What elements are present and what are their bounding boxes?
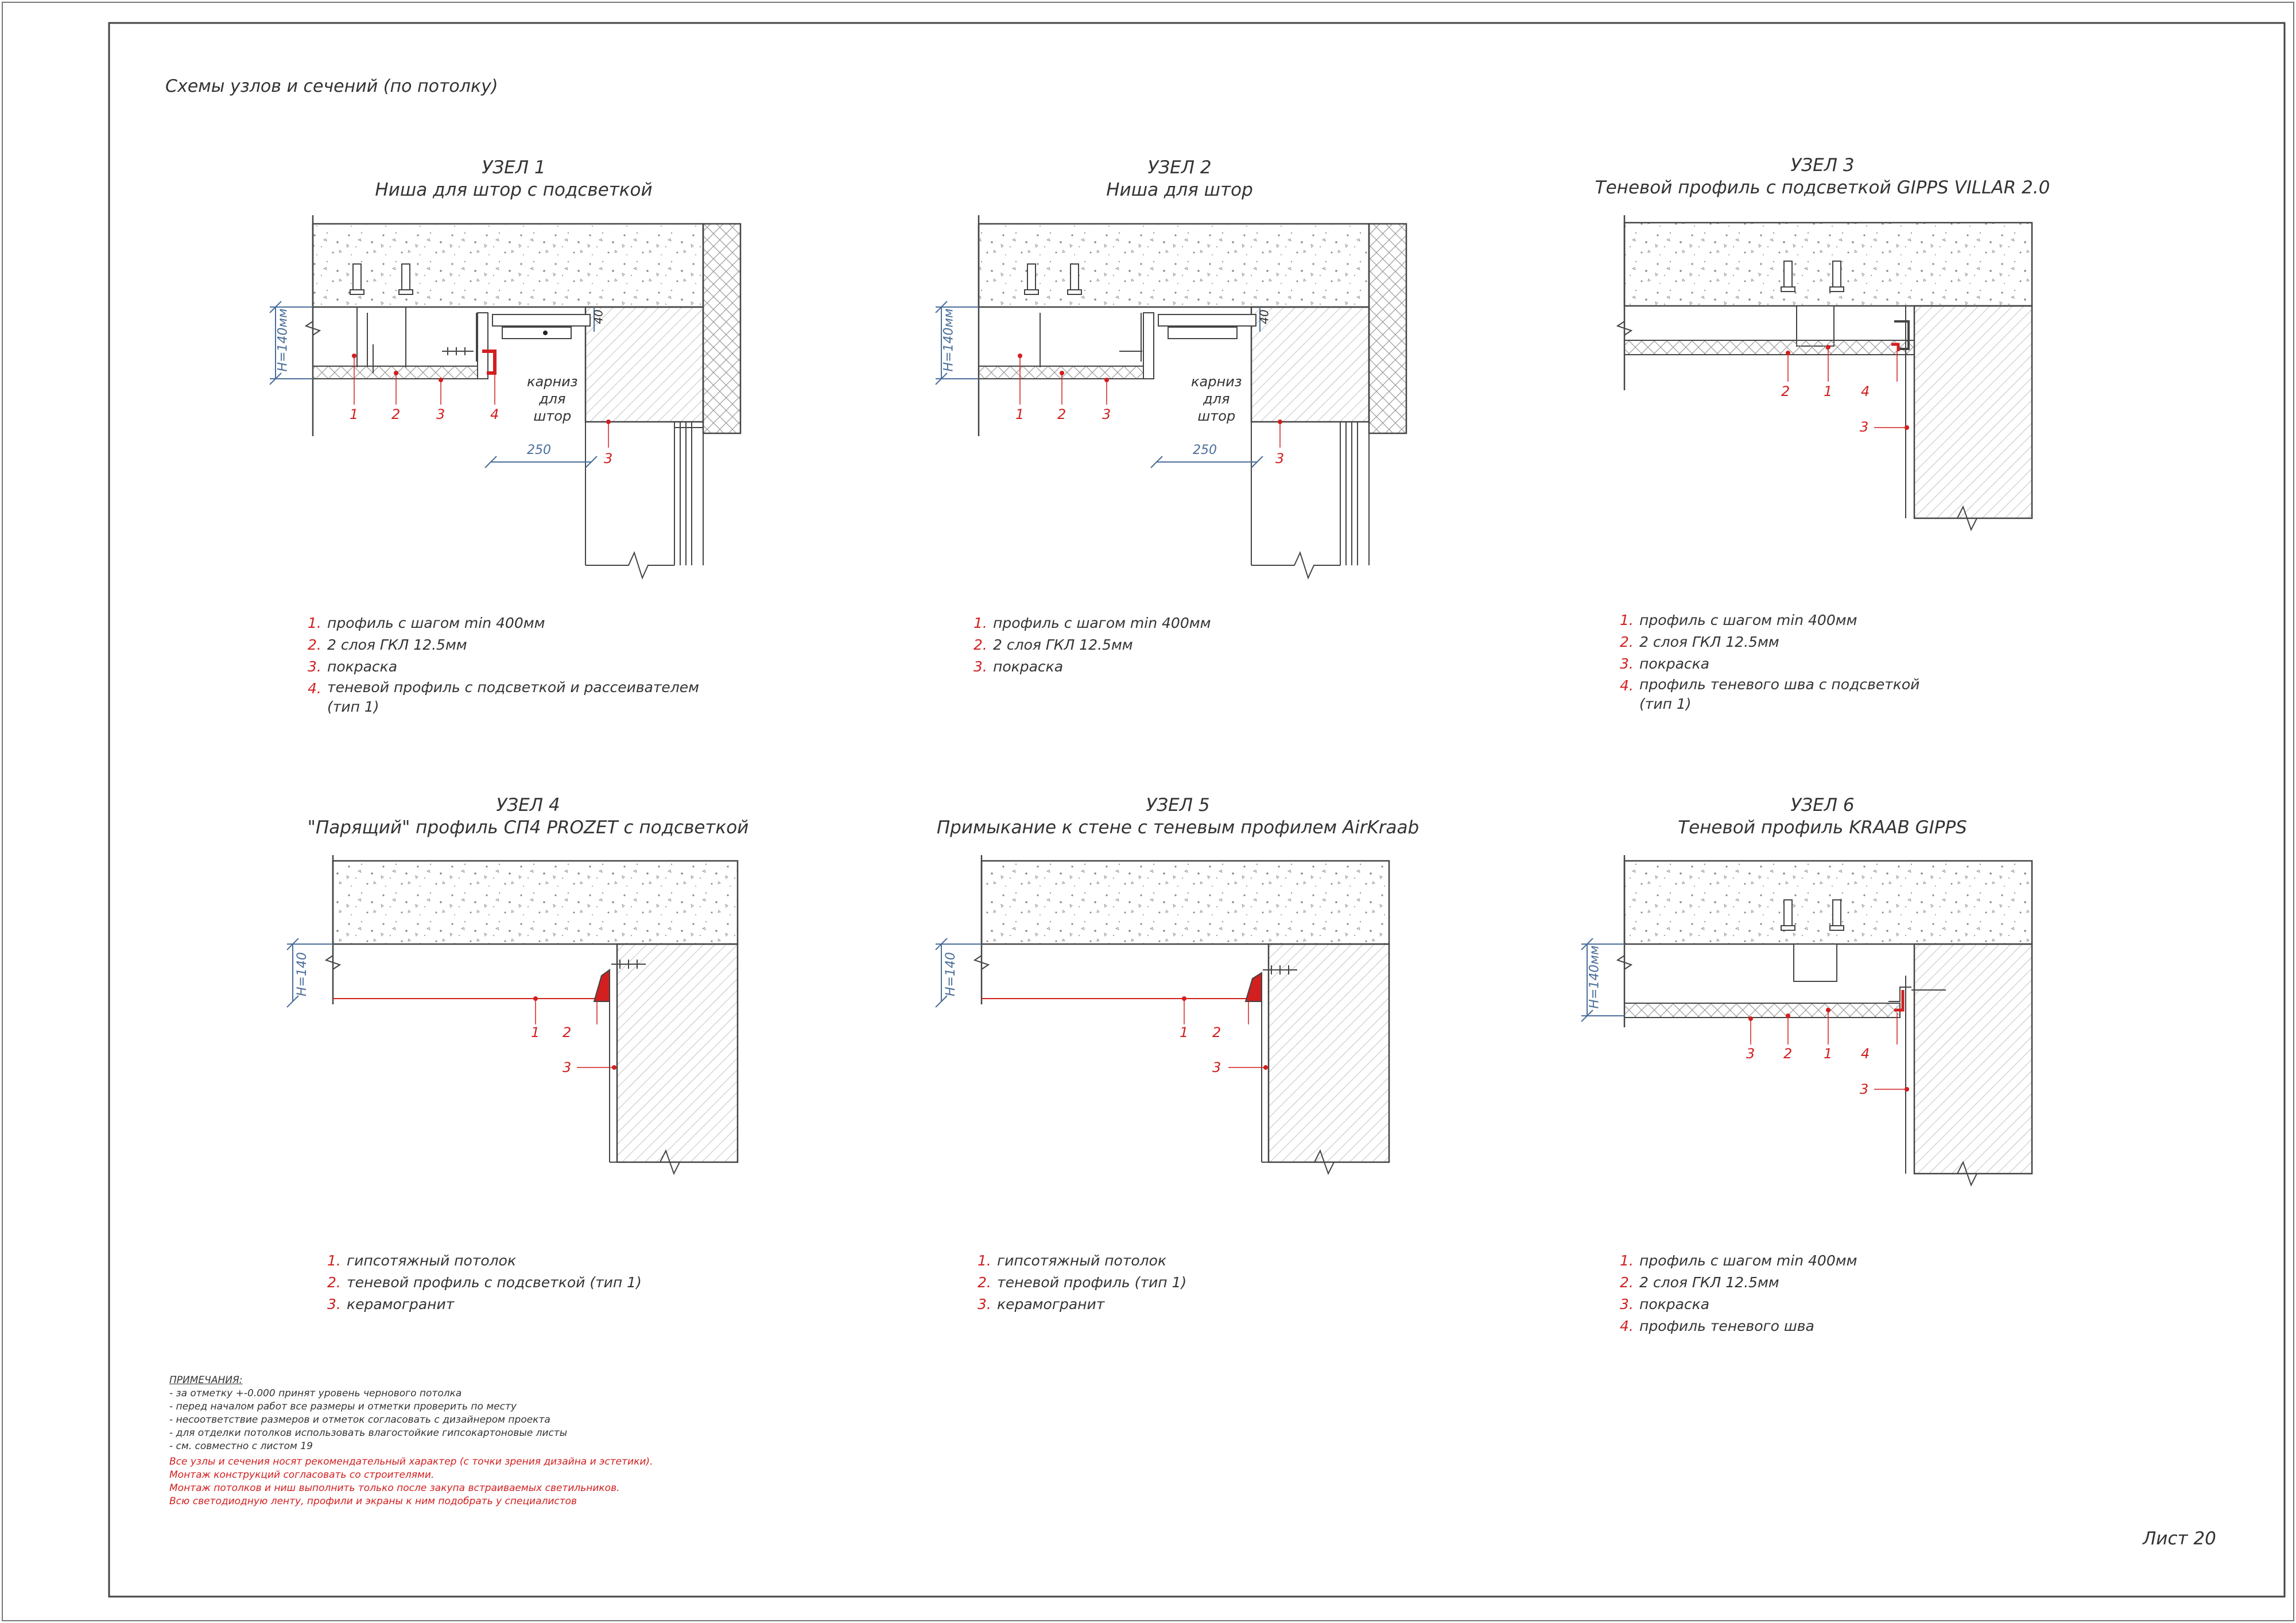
- legend-item: 2.2 слоя ГКЛ 12.5мм: [974, 636, 1133, 653]
- legend-item: 1.профиль с шагом min 400мм: [1620, 612, 1857, 628]
- node6-callout: 2: [1783, 1046, 1793, 1062]
- node6-callout: 3: [1860, 1081, 1869, 1097]
- legend-item: 2.теневой профиль с подсветкой (тип 1): [327, 1274, 642, 1291]
- node4-subtitle: "Парящий" профиль СП4 PROZET с подсветко…: [307, 817, 749, 838]
- node1-callout: 3: [436, 406, 445, 422]
- legend-item: 2.2 слоя ГКЛ 12.5мм: [1620, 1274, 1779, 1291]
- node4-callout: 2: [563, 1024, 572, 1040]
- node2-dim-depth: 40: [1257, 309, 1271, 324]
- node3-subtitle: Теневой профиль с подсветкой GIPPS VILLA…: [1595, 177, 2050, 198]
- notes-block: ПРИМЕЧАНИЯ: - за отметку +-0.000 принят …: [169, 1374, 653, 1508]
- legend-item: 1.профиль с шагом min 400мм: [1620, 1252, 1857, 1269]
- node6-drawing: [1581, 855, 2033, 1187]
- node4-height-label: H=140: [294, 952, 309, 996]
- note-item: - несоответствие размеров и отметок согл…: [169, 1414, 550, 1426]
- node3-title: УЗЕЛ 3: [1790, 155, 1855, 176]
- node1-callout: 1: [350, 406, 359, 422]
- notes-title: ПРИМЕЧАНИЯ:: [169, 1374, 243, 1386]
- node5-legend: 1.гипсотяжный потолок 2.теневой профиль …: [978, 1250, 1186, 1315]
- note-item: - для отделки потолков использовать влаг…: [169, 1427, 568, 1439]
- node1-dim-depth: 40: [591, 309, 606, 324]
- note-item: - за отметку +-0.000 принят уровень черн…: [169, 1388, 462, 1399]
- node1-title: УЗЕЛ 1: [482, 157, 546, 178]
- node6-subtitle: Теневой профиль KRAAB GIPPS: [1678, 817, 1967, 838]
- warning-item: Всю светодиодную ленту, профили и экраны…: [169, 1496, 577, 1507]
- warning-item: Монтаж конструкций согласовать со строит…: [169, 1469, 435, 1481]
- node3-drawing: [1616, 215, 2033, 531]
- legend-item: 2.2 слоя ГКЛ 12.5мм: [1620, 634, 1779, 650]
- note-item: - перед началом работ все размеры и отме…: [169, 1401, 517, 1412]
- node2-callout: 1: [1015, 406, 1025, 422]
- node2-drawing: [935, 215, 1407, 580]
- legend-item: 1.гипсотяжный потолок: [978, 1252, 1167, 1269]
- node3-callout: 4: [1861, 383, 1870, 399]
- legend-item: 2.теневой профиль (тип 1): [978, 1274, 1187, 1291]
- node5-title: УЗЕЛ 5: [1146, 795, 1210, 816]
- node3-callout: 2: [1781, 383, 1790, 399]
- warning-item: Все узлы и сечения носят рекомендательны…: [169, 1456, 653, 1467]
- node5-height-label: H=140: [943, 952, 958, 996]
- node2-callout: 3: [1275, 451, 1285, 467]
- node5-drawing: [935, 855, 1390, 1175]
- node1-subtitle: Ниша для штор с подсветкой: [375, 180, 653, 200]
- node1-callout: 2: [391, 406, 401, 422]
- node1-dim-width: 250: [527, 443, 551, 457]
- node1-legend: 1.профиль с шагом min 400мм 2.2 слоя ГКЛ…: [308, 612, 699, 717]
- node6-height-label: H=140мм: [1587, 945, 1602, 1009]
- legend-item: 3.покраска: [1620, 1296, 1710, 1313]
- node3-legend: 1.профиль с шагом min 400мм 2.2 слоя ГКЛ…: [1620, 609, 1919, 714]
- node2-height-label: H=140мм: [941, 308, 956, 372]
- node2-callout: 3: [1102, 406, 1111, 422]
- node4-title: УЗЕЛ 4: [496, 795, 560, 816]
- node1-concrete-slab: [312, 223, 704, 308]
- node4-callout: 3: [563, 1059, 572, 1075]
- node5-callout: 1: [1180, 1024, 1189, 1040]
- node1-niche-label: карниз для штор: [527, 374, 578, 424]
- node3-callout: 1: [1824, 383, 1833, 399]
- legend-item: 2.2 слоя ГКЛ 12.5мм: [308, 636, 467, 653]
- legend-item: 3.керамогранит: [327, 1296, 455, 1313]
- legend-item: 3.покраска: [308, 658, 398, 675]
- legend-item: 3.покраска: [974, 658, 1064, 675]
- node1-wall-insulation: [702, 223, 742, 434]
- legend-item: 3.керамогранит: [978, 1296, 1105, 1313]
- page-heading: Схемы узлов и сечений (по потолку): [165, 76, 498, 96]
- node2-title: УЗЕЛ 2: [1147, 157, 1212, 178]
- node5-subtitle: Примыкание к стене с теневым профилем Ai…: [936, 817, 1420, 838]
- legend-item: 4.профиль теневого шва: [1620, 1318, 1814, 1334]
- sheet-frame: [108, 22, 2286, 1598]
- node1-wall: [584, 306, 704, 423]
- legend-item: 1.профиль с шагом min 400мм: [308, 615, 545, 631]
- node4-legend: 1.гипсотяжный потолок 2.теневой профиль …: [327, 1250, 642, 1315]
- node1-callout: 3: [604, 451, 613, 467]
- node2-niche-label: карниз для штор: [1191, 374, 1242, 424]
- warning-item: Монтаж потолков и ниш выполнить только п…: [169, 1482, 620, 1494]
- node1-height-label: H=140мм: [276, 308, 290, 372]
- node6-legend: 1.профиль с шагом min 400мм 2.2 слоя ГКЛ…: [1620, 1250, 1857, 1337]
- legend-item: 3.покраска: [1620, 655, 1710, 672]
- node5-callout: 3: [1212, 1059, 1221, 1075]
- node6-callout: 4: [1861, 1046, 1870, 1062]
- legend-item: 4.теневой профиль с подсветкой и рассеив…: [308, 679, 700, 715]
- node6-callout: 1: [1824, 1046, 1833, 1062]
- legend-item: 1.профиль с шагом min 400мм: [974, 615, 1211, 631]
- legend-item: 4.профиль теневого шва с подсветкой (тип…: [1620, 676, 1920, 712]
- node1-callout: 4: [490, 406, 499, 422]
- node4-callout: 1: [531, 1024, 540, 1040]
- node2-subtitle: Ниша для штор: [1106, 180, 1253, 200]
- node4-drawing: [286, 855, 739, 1175]
- node3-callout: 3: [1860, 419, 1869, 435]
- node1-drawing: [269, 215, 742, 580]
- node6-title: УЗЕЛ 6: [1790, 795, 1855, 816]
- node6-callout: 3: [1746, 1046, 1755, 1062]
- node2-dim-width: 250: [1193, 443, 1217, 457]
- node2-legend: 1.профиль с шагом min 400мм 2.2 слоя ГКЛ…: [974, 612, 1211, 678]
- note-item: - см. совместно с листом 19: [169, 1440, 313, 1452]
- node2-callout: 2: [1057, 406, 1066, 422]
- node5-callout: 2: [1212, 1024, 1221, 1040]
- sheet-number: Лист 20: [2143, 1528, 2216, 1549]
- legend-item: 1.гипсотяжный потолок: [327, 1252, 517, 1269]
